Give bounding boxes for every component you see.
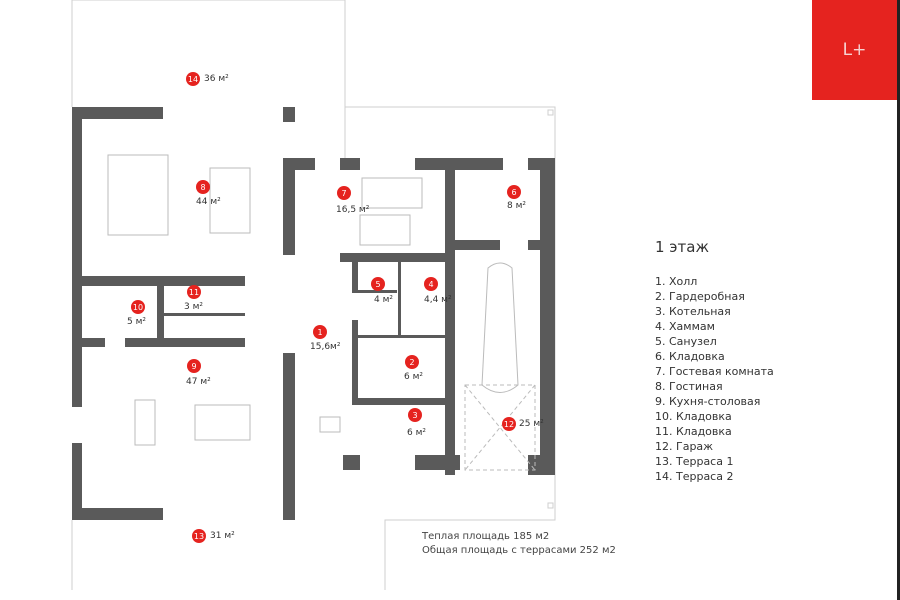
room-area-5: 4 м² bbox=[374, 295, 393, 305]
legend-item: 10. Кладовка bbox=[655, 410, 732, 423]
legend-item: 8. Гостиная bbox=[655, 380, 723, 393]
legend-item: 2. Гардеробная bbox=[655, 290, 745, 303]
legend-item: 9. Кухня-столовая bbox=[655, 395, 761, 408]
room-area-14: 36 м² bbox=[204, 74, 229, 84]
room-area-6: 8 м² bbox=[507, 201, 526, 211]
legend-item: 3. Котельная bbox=[655, 305, 731, 318]
room-area-3: 6 м² bbox=[407, 428, 426, 438]
room-badge-5: 5 bbox=[371, 277, 385, 291]
room-badge-3: 3 bbox=[408, 408, 422, 422]
legend-item: 12. Гараж bbox=[655, 440, 714, 453]
room-badge-9: 9 bbox=[187, 359, 201, 373]
room-area-4: 4,4 м² bbox=[424, 295, 452, 305]
legend-item: 1. Холл bbox=[655, 275, 698, 288]
walls bbox=[72, 107, 555, 520]
furniture bbox=[107, 154, 536, 471]
legend-item: 6. Кладовка bbox=[655, 350, 725, 363]
right-edge-divider bbox=[897, 0, 900, 600]
room-badge-7: 7 bbox=[337, 186, 351, 200]
room-badge-14: 14 bbox=[186, 72, 200, 86]
room-area-10: 5 м² bbox=[127, 317, 146, 327]
legend-item: 13. Терраса 1 bbox=[655, 455, 734, 468]
room-area-1: 15,6м² bbox=[310, 342, 341, 352]
room-badge-10: 10 bbox=[131, 300, 145, 314]
room-badge-4: 4 bbox=[424, 277, 438, 291]
room-list: 1. Холл 2. Гардеробная 3. Котельная 4. Х… bbox=[655, 274, 774, 484]
room-badge-6: 6 bbox=[507, 185, 521, 199]
area-totals: Теплая площадь 185 м2 Общая площадь с те… bbox=[422, 530, 616, 558]
room-badge-1: 1 bbox=[313, 325, 327, 339]
room-area-13: 31 м² bbox=[210, 531, 235, 541]
legend-item: 5. Санузел bbox=[655, 335, 717, 348]
room-badge-2: 2 bbox=[405, 355, 419, 369]
room-badge-11: 11 bbox=[187, 285, 201, 299]
terrace-outlines bbox=[71, 0, 556, 590]
legend-item: 14. Терраса 2 bbox=[655, 470, 734, 483]
room-area-2: 6 м² bbox=[404, 372, 423, 382]
room-area-12: 25 м² bbox=[519, 419, 544, 429]
legend-item: 7. Гостевая комната bbox=[655, 365, 774, 378]
room-badge-8: 8 bbox=[196, 180, 210, 194]
brand-logo: L+ bbox=[812, 0, 897, 100]
warm-area: Теплая площадь 185 м2 bbox=[422, 531, 550, 542]
room-legend: 1 этаж 1. Холл 2. Гардеробная 3. Котельн… bbox=[655, 238, 774, 484]
room-badge-12: 12 bbox=[502, 417, 516, 431]
total-area: Общая площадь с террасами 252 м2 bbox=[422, 545, 616, 556]
legend-item: 11. Кладовка bbox=[655, 425, 732, 438]
room-area-7: 16,5 м² bbox=[336, 205, 370, 215]
room-area-8: 44 м² bbox=[196, 197, 221, 207]
room-area-9: 47 м² bbox=[186, 377, 211, 387]
room-badge-13: 13 bbox=[192, 529, 206, 543]
logo-text: L+ bbox=[842, 40, 867, 60]
floor-title: 1 этаж bbox=[655, 238, 709, 256]
room-area-11: 3 м² bbox=[184, 302, 203, 312]
legend-item: 4. Хаммам bbox=[655, 320, 715, 333]
